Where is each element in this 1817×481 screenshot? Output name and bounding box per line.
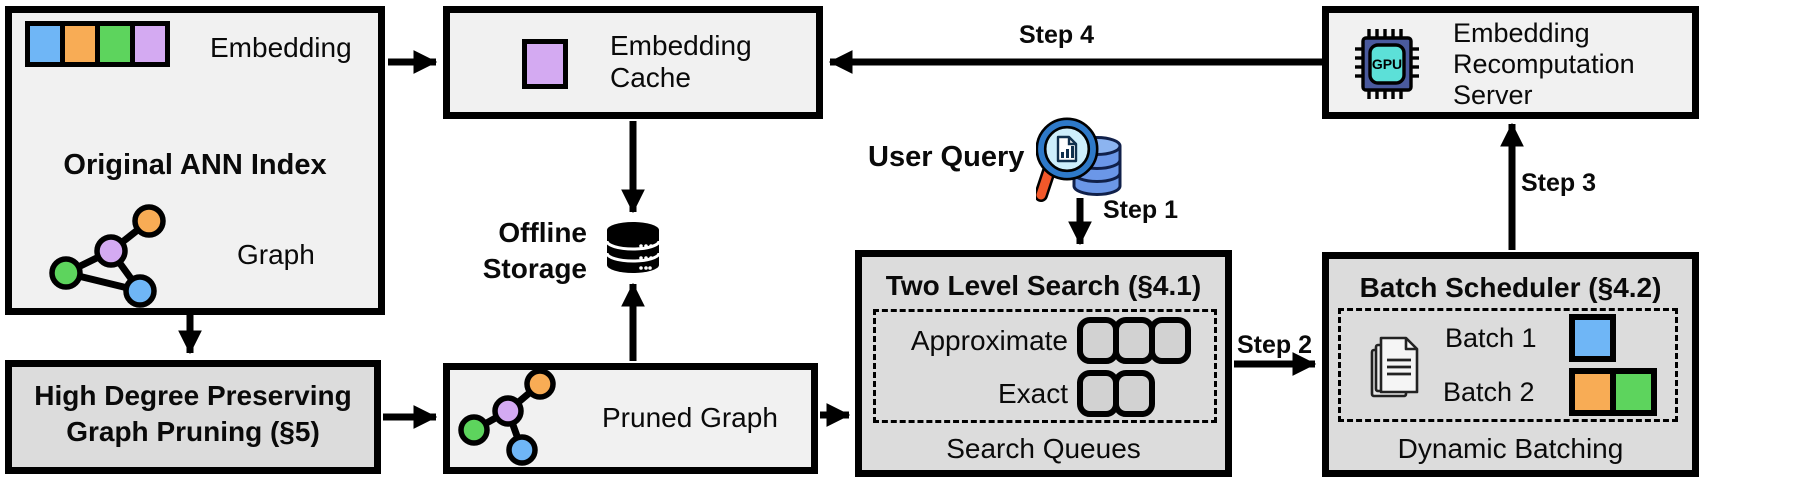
user-query-label: User Query — [868, 141, 1025, 173]
pruned-graph-box: Pruned Graph — [443, 363, 818, 474]
original-ann-index-title: Original ANN Index — [63, 149, 327, 181]
embedding-cell-purple — [130, 21, 170, 67]
offline-storage-label-line1: Offline — [498, 217, 587, 248]
queue-slot — [1113, 370, 1155, 417]
pruned-graph-label: Pruned Graph — [602, 402, 778, 433]
batch1-cell-blue — [1569, 314, 1616, 362]
step2-label: Step 2 — [1237, 331, 1313, 359]
batch2-cell-green — [1610, 368, 1657, 416]
embedding-label: Embedding — [210, 32, 352, 63]
graph-pruning-title-line2: Graph Pruning (§5) — [66, 416, 320, 448]
embedding-cell-blue — [25, 21, 65, 67]
batch1-label: Batch 1 — [1445, 323, 1537, 353]
original-graph-icon — [49, 204, 166, 308]
queries-documents-icon — [1370, 336, 1419, 398]
batch2-squares — [1569, 368, 1657, 416]
step3-label: Step 3 — [1521, 169, 1597, 197]
step1-label: Step 1 — [1103, 196, 1179, 224]
dynamic-batching-caption: Dynamic Batching — [1397, 433, 1624, 464]
batch-scheduler-box: Batch Scheduler (§4.2) Batch 1 Batch 2 D… — [1322, 252, 1699, 477]
embedding-cell-orange — [60, 21, 100, 67]
graph-label: Graph — [237, 239, 315, 270]
batch1-squares — [1569, 314, 1616, 362]
gpu-chip-label: GPU — [1372, 56, 1402, 72]
embedding-cache-title-line1: Embedding — [610, 30, 752, 61]
approximate-queue-slots — [1077, 317, 1191, 364]
recomputation-server-line1: Embedding — [1453, 18, 1590, 48]
graph-pruning-title-line1: High Degree Preserving — [34, 380, 352, 411]
dynamic-batching-dashed-box: Batch 1 Batch 2 — [1338, 308, 1678, 422]
user-query-icon — [1036, 117, 1122, 202]
queue-slot — [1149, 317, 1191, 364]
search-queues-caption: Search Queues — [946, 433, 1141, 464]
embedding-cell-green — [95, 21, 135, 67]
graph-pruning-box: High Degree Preserving Graph Pruning (§5… — [5, 360, 381, 474]
two-level-search-title: Two Level Search (§4.1) — [885, 270, 1202, 301]
approximate-queue-label: Approximate — [910, 324, 1068, 356]
step4-label: Step 4 — [1019, 21, 1095, 49]
search-queues-dashed-box: Approximate Exact — [873, 309, 1217, 423]
offline-storage-database-icon — [605, 222, 661, 273]
recomputation-server-box: GPU Embedding Recomputation Server — [1322, 6, 1699, 119]
batch2-label: Batch 2 — [1443, 377, 1535, 407]
pruned-graph-icon — [458, 368, 556, 466]
embedding-cache-title-line2: Cache — [610, 62, 691, 94]
original-ann-index-box: Embedding Original ANN Index Graph — [5, 6, 385, 315]
gpu-chip-icon: GPU — [1355, 29, 1419, 99]
cached-embedding-icon — [522, 39, 568, 89]
recomputation-server-line2: Recomputation — [1453, 48, 1635, 79]
two-level-search-box: Two Level Search (§4.1) Approximate Exac… — [855, 250, 1232, 477]
embedding-cache-box: Embedding Cache — [443, 6, 823, 119]
embedding-vector-strip — [25, 21, 170, 67]
batch2-cell-orange — [1569, 368, 1616, 416]
queue-slot — [1077, 317, 1119, 364]
exact-queue-slots — [1077, 370, 1155, 417]
batch-scheduler-title: Batch Scheduler (§4.2) — [1359, 272, 1662, 303]
exact-queue-label: Exact — [997, 377, 1068, 409]
offline-storage-label-line2: Storage — [482, 252, 587, 284]
recomputation-server-line3: Server — [1453, 79, 1533, 110]
